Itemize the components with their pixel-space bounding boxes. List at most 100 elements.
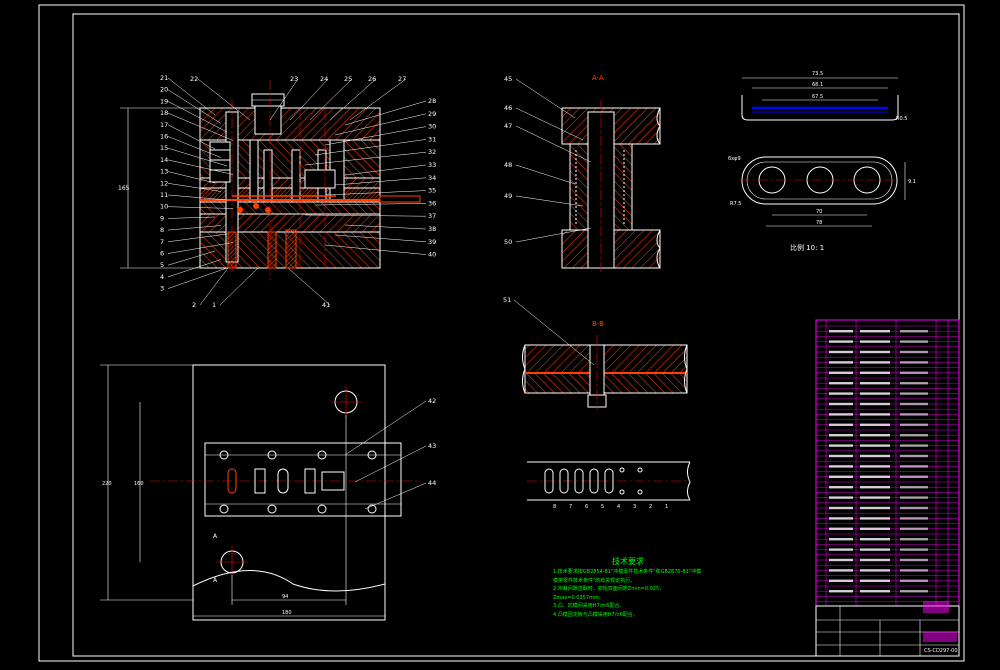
callout-24: 24 [320,75,328,83]
callout-44: 44 [428,479,436,487]
svg-text:94: 94 [282,594,288,600]
callout-51: 51 [503,296,511,304]
plan-view-callouts: 42 43 44 [344,397,436,510]
callout-45: 45 [504,75,512,83]
callout-22: 22 [190,75,198,83]
callout-50: 50 [504,238,512,246]
plan-section-marker-top: A [213,533,218,540]
strip-station-5: 5 [601,504,604,510]
strip-station-7: 7 [569,504,572,510]
callout-14: 14 [160,156,168,164]
callout-18: 18 [160,109,168,117]
callout-42: 42 [428,397,436,405]
callout-9: 9 [160,214,164,222]
callout-23: 23 [290,75,298,83]
callout-28: 28 [428,97,436,105]
technical-requirement-line: 3.凸、凹模间采用H7/m6配合。 [553,603,625,609]
technical-requirement-line: 4.凸模固定板与凸模采用H7/n6配合。 [553,611,638,618]
callout-7: 7 [160,238,164,246]
callout-17: 17 [160,121,168,129]
callout-40: 40 [428,251,436,259]
callout-38: 38 [428,225,436,233]
strip-layout [527,461,691,501]
svg-text:160: 160 [134,481,144,487]
callout-2: 2 [192,301,196,309]
svg-text:78: 78 [816,220,822,226]
svg-text:180: 180 [282,610,292,616]
svg-text:67.5: 67.5 [812,94,823,100]
callout-48: 48 [504,161,512,169]
svg-text:73.5: 73.5 [812,71,823,77]
strip-station-1: 1 [665,504,668,510]
section-a-title: A-A [592,74,604,82]
svg-text:68.1: 68.1 [812,82,823,88]
callout-39: 39 [428,238,436,246]
strip-station-8: 8 [553,504,556,510]
svg-text:220: 220 [102,481,112,487]
callout-20: 20 [160,86,168,94]
main-assembly-section: 16 5 [118,80,421,280]
callout-33: 33 [428,161,436,169]
svg-text:165: 165 [118,185,130,192]
svg-text:6xφ9: 6xφ9 [728,156,741,162]
section-a-callouts: 45 46 47 48 49 50 [504,75,592,246]
callout-13: 13 [160,168,168,176]
callout-16: 16 [160,133,168,141]
svg-text:R0.5: R0.5 [896,116,907,122]
callout-11: 11 [160,191,168,199]
callout-8: 8 [160,226,164,234]
callout-36: 36 [428,199,436,207]
technical-requirement-line: Zmax=0.0357mm。 [553,594,604,601]
part-profile-view: 73.5 68.1 67.5 R0.5 [741,71,907,122]
technical-requirement-line: 模架零件技术条件"的有关规定执行。 [553,577,636,584]
callout-41: 41 [322,301,330,309]
callout-43: 43 [428,442,436,450]
callout-3: 3 [160,285,164,293]
svg-text:9.1: 9.1 [908,179,916,185]
strip-station-3: 3 [633,504,636,510]
callout-47: 47 [504,122,512,130]
callout-32: 32 [428,148,436,156]
plan-section-marker-bottom: A [213,577,218,584]
section-b-callouts: 51 [503,296,595,366]
section-b-title: B-B [592,320,604,328]
technical-requirements-title: 技术要求 [612,557,644,566]
callout-49: 49 [504,192,512,200]
callout-12: 12 [160,179,168,187]
callout-5: 5 [160,261,164,269]
strip-station-numbers: 8 7 6 5 4 3 2 1 [553,504,668,510]
callout-4: 4 [160,273,164,281]
outer-frame [38,4,965,662]
callout-46: 46 [504,104,512,112]
callout-21: 21 [160,74,168,82]
callout-35: 35 [428,187,436,195]
scale-note: 比例 10: 1 [790,243,824,252]
callout-26: 26 [368,75,376,83]
callout-34: 34 [428,174,436,182]
callout-31: 31 [428,135,436,143]
part-plan-view: 70 78 9.1 6xφ9 R7.5 比例 10: 1 [728,156,916,252]
callout-30: 30 [428,123,436,131]
bill-of-materials-table [815,319,960,607]
strip-station-6: 6 [585,504,588,510]
strip-station-4: 4 [617,504,620,510]
callout-29: 29 [428,110,436,118]
callout-25: 25 [344,75,352,83]
callout-37: 37 [428,212,436,220]
section-b-b: B-B [522,320,688,410]
strip-station-2: 2 [649,504,652,510]
technical-requirement-line: 1.技术要求按GB2854-81"冲模零件技术条件"和GB2870-81"冲模 [553,569,702,575]
svg-text:R7.5: R7.5 [730,201,741,207]
svg-text:70: 70 [816,209,822,215]
callout-6: 6 [160,250,164,258]
callout-27: 27 [398,75,406,83]
title-block: CS-CD297-00 [815,601,960,657]
callout-1: 1 [212,301,216,309]
callout-15: 15 [160,144,168,152]
technical-requirement-line: 2.冲裁间隙选取时，初始双面间隙Zmin=0.025， [553,586,665,592]
callout-19: 19 [160,97,168,105]
die-plan-view: 220 160 94 180 A A [100,364,420,621]
